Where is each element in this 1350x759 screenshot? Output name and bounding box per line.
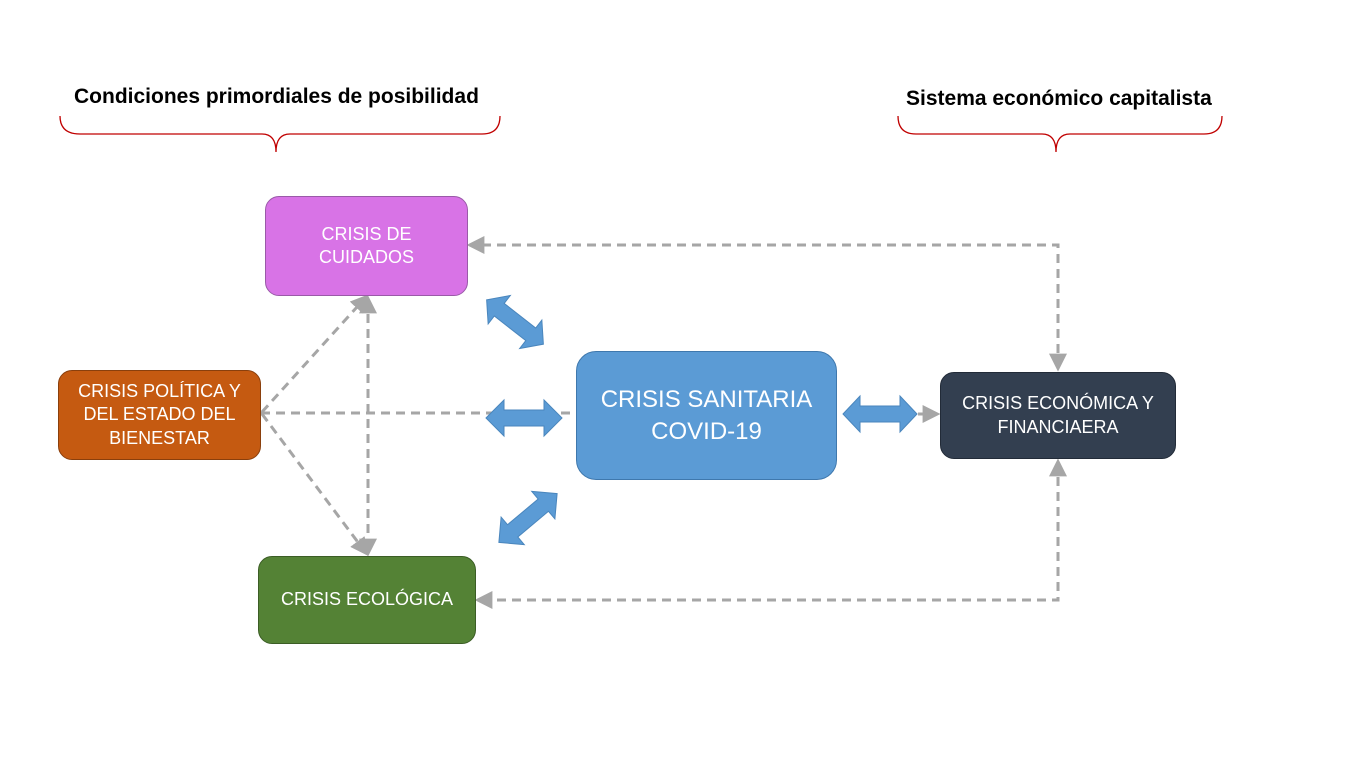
box-ecologica-line1: CRISIS ECOLÓGICA — [280, 589, 454, 610]
double-arrow-ecologica-sanitaria — [498, 490, 558, 546]
box-crisis-ecologica: CRISIS ECOLÓGICA — [258, 556, 476, 644]
box-economica-line1: CRISIS ECONÓMICA Y — [962, 393, 1154, 414]
connector-politica-to-cuidados — [260, 294, 369, 414]
box-sanitaria-line1: CRISIS SANITARIA — [600, 386, 813, 414]
heading-right: Sistema económico capitalista — [906, 87, 1212, 110]
box-crisis-economica: CRISIS ECONÓMICA Y FINANCIAERA — [940, 372, 1176, 459]
box-crisis-politica: CRISIS POLÍTICA Y DEL ESTADO DEL BIENEST… — [58, 370, 261, 460]
double-arrow-cuidados-sanitaria — [486, 294, 544, 350]
connector-politica-to-ecologica — [260, 413, 369, 556]
box-politica-line1: CRISIS POLÍTICA Y — [78, 380, 241, 401]
box-cuidados-line2: CUIDADOS — [318, 247, 414, 267]
box-politica-line3: BIENESTAR — [109, 427, 210, 448]
box-crisis-cuidados: CRISIS DE CUIDADOS — [265, 196, 468, 296]
connector-economica-to-ecologica — [474, 458, 1067, 609]
double-arrow-politica-sanitaria — [485, 398, 563, 438]
left-brace — [59, 115, 501, 153]
heading-left: Condiciones primordiales de posibilidad — [74, 85, 479, 108]
box-crisis-sanitaria: CRISIS SANITARIA COVID-19 — [576, 351, 837, 480]
double-arrow-sanitaria-economica — [842, 394, 918, 434]
box-politica-line2: DEL ESTADO DEL — [83, 404, 236, 425]
box-cuidados-line1: CRISIS DE — [321, 223, 412, 244]
right-brace — [897, 115, 1223, 153]
box-sanitaria-line2: COVID-19 — [651, 417, 762, 445]
box-economica-line2: FINANCIAERA — [997, 416, 1119, 437]
connector-economica-to-cuidados — [466, 236, 1067, 372]
